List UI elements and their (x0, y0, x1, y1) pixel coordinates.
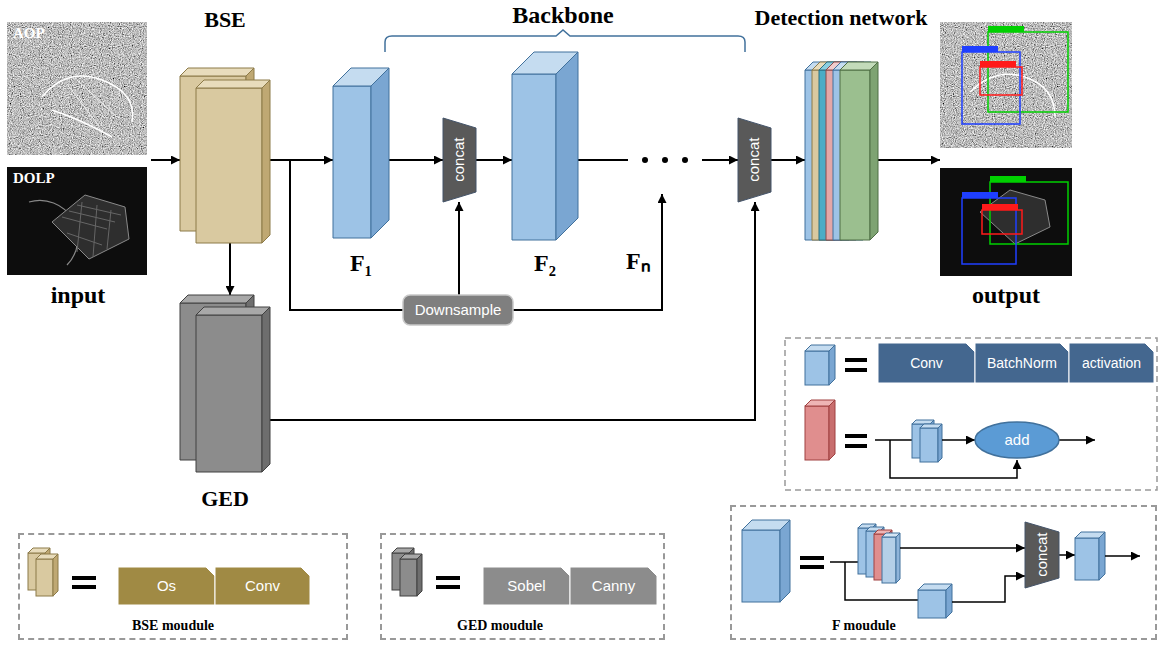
node-shape (7, 22, 147, 155)
node-shape (805, 62, 877, 240)
module-box: BSE moudule Os Conv (18, 533, 348, 640)
node-text: BSE (204, 7, 246, 32)
section-heading: Backbone (512, 2, 613, 30)
node-text: Os (157, 577, 176, 594)
connector-arrow (476, 159, 512, 161)
input-column: inputAOPDOLP (5, 20, 151, 276)
ged-icon (392, 548, 422, 596)
concat-block: concat (738, 118, 771, 202)
module-box: GED moudule Sobel Canny (380, 533, 665, 640)
node-text: F₂ (534, 250, 556, 278)
node-text: AOP (13, 25, 45, 42)
node-shape (180, 68, 270, 243)
connector-arrow (270, 160, 403, 310)
node-text: F moudule (832, 618, 896, 634)
node-text: Sobel (507, 577, 545, 594)
downsample-box: Downsample (403, 295, 513, 325)
node-text: activation (1082, 355, 1141, 371)
node-text: concat (451, 138, 468, 182)
conv-icon (805, 345, 835, 385)
f-module-structure (742, 520, 1140, 618)
feature-label: Fₙ (626, 248, 651, 276)
ged-block: GED (180, 295, 270, 472)
node-text: BatchNorm (987, 355, 1057, 371)
connector-arrow (771, 159, 805, 161)
node-text: concat (746, 138, 763, 182)
dolp-image: DOLP (7, 167, 147, 275)
node-text: input (51, 282, 106, 310)
node-text: F₁ (350, 250, 372, 278)
bse-block: BSE (180, 68, 270, 243)
ellipsis-dots (642, 157, 688, 163)
bse-icon (28, 548, 58, 596)
node-text: GED moudule (457, 618, 543, 634)
residual-structure (875, 420, 1095, 478)
aop-image: AOP (7, 22, 147, 155)
module-box: F moudule concat (730, 505, 1157, 640)
node-text: BSE moudule (132, 618, 214, 634)
connector-arrow (578, 159, 738, 161)
node-shape (180, 295, 270, 472)
node-text: GED (201, 486, 249, 511)
feature-block: F₂ (512, 52, 578, 240)
node-text: Conv (910, 355, 943, 371)
conv-step: Conv (215, 567, 310, 605)
sobel-step: Sobel (483, 567, 570, 605)
node-text: Conv (245, 577, 280, 594)
node-text: Canny (592, 577, 635, 594)
node-text: Detection network (755, 5, 928, 30)
node-shape (333, 68, 389, 238)
batchnorm-layer: BatchNorm (975, 343, 1069, 383)
feature-block: F₁ (333, 68, 389, 238)
node-text: concat (1033, 533, 1050, 577)
detection-stack: Detection network (805, 62, 877, 240)
concat-block: concat (443, 118, 476, 202)
node-text: add (1004, 431, 1029, 448)
concat-block: concat (1025, 522, 1059, 588)
conv-layer: Conv (878, 343, 975, 383)
connector-arrow (458, 202, 460, 295)
connector-arrow (389, 159, 443, 161)
legend-frame (785, 338, 1157, 490)
add-node: add (975, 422, 1059, 458)
node-text: DOLP (13, 170, 55, 187)
residual-icon (805, 400, 835, 460)
os-step: Os (118, 567, 215, 605)
canny-step: Canny (570, 567, 657, 605)
node-text: output (972, 282, 1040, 310)
connector-arrow (229, 243, 231, 295)
downsample-wire (513, 194, 662, 310)
node-text: Downsample (415, 301, 502, 318)
activation-layer: activation (1069, 343, 1154, 383)
node-shape (512, 52, 578, 240)
output-column: output (940, 22, 1072, 276)
node-shape (940, 22, 1072, 276)
connector-arrow (151, 159, 180, 161)
connector-arrow (877, 159, 940, 161)
backbone-bracket (385, 30, 745, 52)
